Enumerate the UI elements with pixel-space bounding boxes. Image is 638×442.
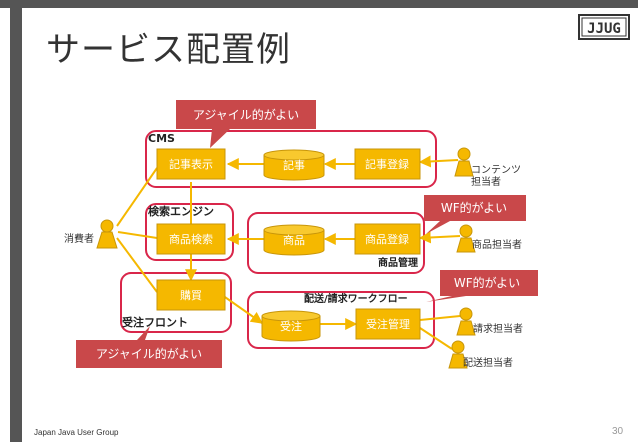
content-owner-actor-icon — [454, 147, 474, 177]
node-product-register-box — [354, 223, 421, 255]
group-label-cms: CMS — [148, 132, 175, 145]
group-label-product: 商品管理 — [378, 256, 418, 269]
line-mgmt-billing — [419, 315, 461, 321]
callout-wf-product-shape — [424, 195, 526, 234]
logo-text: JJUG — [587, 21, 621, 37]
callout-wf-product: WF的がよい — [441, 200, 507, 215]
group-label-order-front: 受注フロント — [122, 315, 188, 329]
line-consumer-search — [117, 231, 158, 239]
db-article-label: 記事 — [283, 158, 305, 172]
node-article-display: 記事表示 — [169, 157, 213, 171]
group-workflow — [247, 291, 435, 349]
line-mgmt-delivery — [419, 327, 453, 350]
arrow-owner-to-register — [418, 155, 459, 168]
line-consumer-display — [116, 167, 158, 227]
page-number: 30 — [612, 426, 624, 437]
group-cms — [145, 130, 437, 188]
node-article-display-box — [156, 148, 226, 180]
callout-agile-top: アジャイル的がよい — [193, 107, 299, 122]
node-purchase-box — [156, 279, 226, 311]
db-product — [263, 224, 325, 256]
actor-consumer: 消費者 — [64, 232, 94, 245]
slide-title: サービス配置例 — [46, 30, 291, 70]
delivery-owner-actor-icon — [448, 340, 468, 369]
node-order-mgmt-box — [355, 308, 421, 340]
arrow-powner-to-pregister — [418, 231, 461, 244]
top-bar — [0, 0, 638, 8]
node-product-search: 商品検索 — [169, 232, 213, 246]
db-order — [261, 310, 321, 342]
consumer-actor-icon — [96, 219, 118, 249]
actor-content-owner-2: 担当者 — [471, 175, 501, 188]
node-order-mgmt: 受注管理 — [366, 317, 410, 331]
actor-content-owner-1: コンテンツ — [471, 165, 521, 176]
group-search-engine — [145, 203, 234, 261]
node-purchase: 購買 — [180, 288, 202, 302]
arrow-purchase-to-order — [221, 294, 263, 324]
actor-product-owner: 商品担当者 — [472, 238, 522, 251]
node-article-register-box — [354, 148, 421, 180]
actor-delivery-owner: 配送担当者 — [463, 356, 513, 369]
node-article-register: 記事登録 — [365, 157, 409, 171]
group-label-workflow: 配送/請求ワークフロー — [304, 292, 408, 305]
actor-billing-owner: 請求担当者 — [473, 322, 523, 335]
footer-text: Japan Java User Group — [34, 428, 119, 437]
callout-agile-bottom: アジャイル的がよい — [96, 346, 202, 361]
jjug-logo: JJUG — [578, 14, 630, 40]
line-consumer-purchase — [116, 237, 158, 293]
callout-wf-workflow-shape — [426, 270, 538, 302]
db-order-label: 受注 — [280, 319, 302, 333]
product-owner-actor-icon — [456, 224, 476, 253]
left-bar — [10, 0, 22, 442]
callout-agile-bottom-shape — [76, 326, 222, 368]
callout-wf-workflow: WF的がよい — [454, 275, 520, 290]
db-article — [263, 149, 325, 181]
callout-agile-top-shape — [176, 100, 316, 148]
node-product-search-box — [156, 223, 226, 255]
node-product-register: 商品登録 — [365, 232, 409, 246]
db-product-label: 商品 — [283, 233, 305, 247]
billing-owner-actor-icon — [456, 307, 476, 336]
group-label-search: 検索エンジン — [148, 204, 214, 218]
